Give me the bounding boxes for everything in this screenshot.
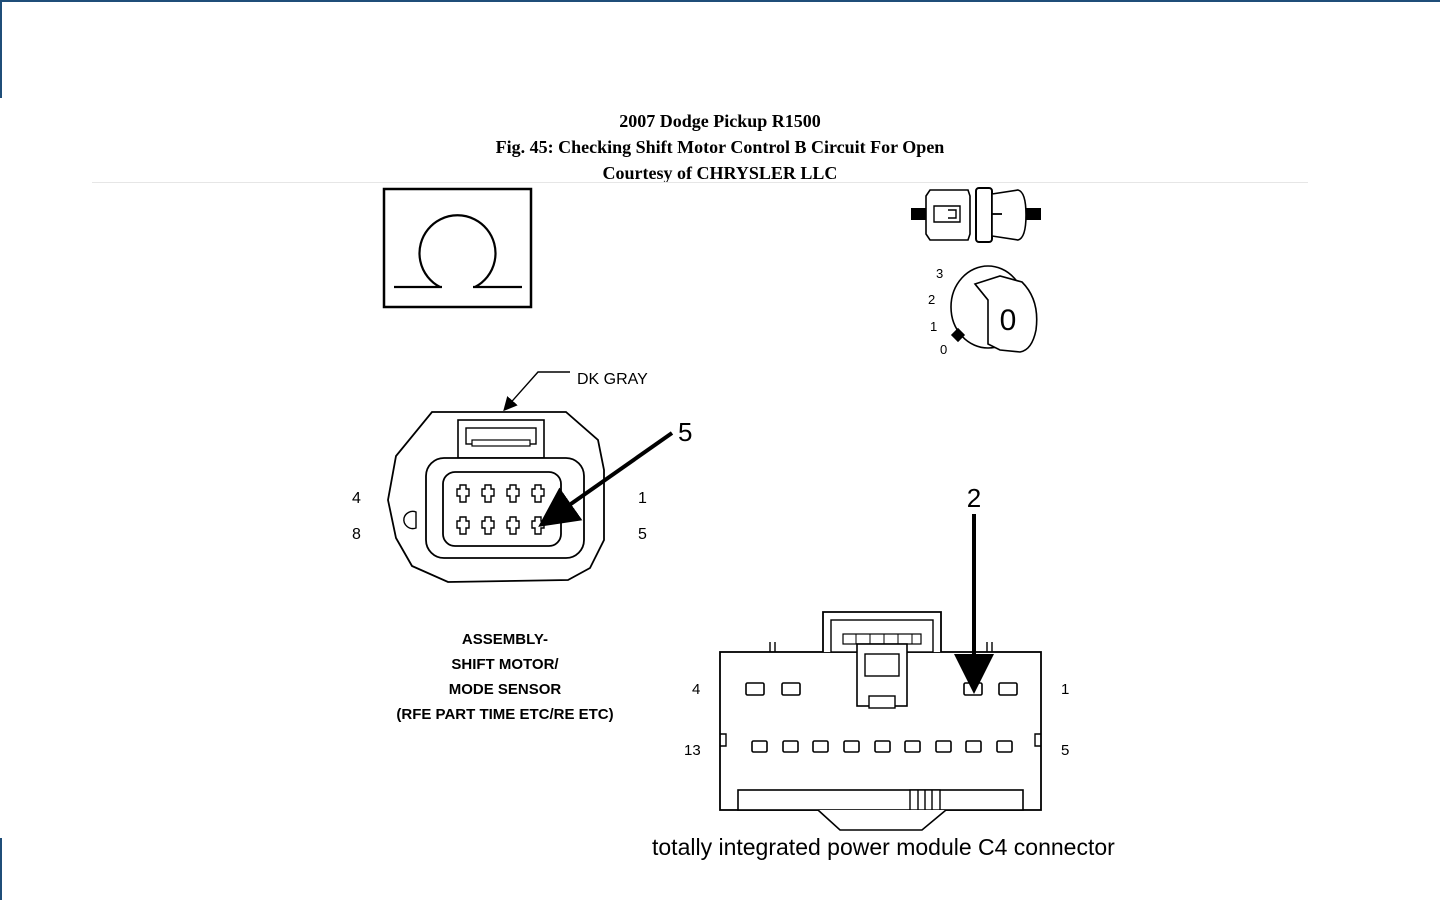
assembly-label-line-1: ASSEMBLY- xyxy=(462,631,548,648)
frame-left-line-bottom xyxy=(0,838,2,900)
disconnected-connector-icon xyxy=(911,187,1041,243)
tipm-connector-caption: totally integrated power module C4 conne… xyxy=(652,834,1115,860)
assembly-label-line-2: SHIFT MOTOR/ xyxy=(451,656,559,673)
assembly-label-line-3: MODE SENSOR xyxy=(449,681,562,698)
wire-color-label: DK GRAY xyxy=(577,371,648,388)
frame-left-line-top xyxy=(0,0,2,98)
assembly-label: ASSEMBLY- SHIFT MOTOR/ MODE SENSOR (RFE … xyxy=(396,631,613,723)
connector-cavity-frame xyxy=(442,471,562,547)
figure-header: 2007 Dodge Pickup R1500 Fig. 45: Checkin… xyxy=(0,108,1440,186)
ignition-position-1: 1 xyxy=(930,319,937,334)
tipm-cavity-row-bottom xyxy=(751,740,1013,753)
ohm-icon xyxy=(394,214,522,289)
pin-5-arrow xyxy=(538,431,674,527)
tipm-c4-connector xyxy=(719,611,1042,831)
courtesy-line: Courtesy of CHRYSLER LLC xyxy=(602,163,838,183)
header-divider xyxy=(92,182,1308,183)
tipm-pin-label-13: 13 xyxy=(684,742,701,759)
pin-5-callout: 5 xyxy=(678,417,692,447)
assembly-label-line-4: (RFE PART TIME ETC/RE ETC) xyxy=(396,706,613,723)
wire-color-leader xyxy=(503,371,570,412)
tipm-pin-label-5: 5 xyxy=(1061,742,1069,759)
ignition-position-3: 3 xyxy=(936,266,943,281)
ohmmeter-symbol xyxy=(382,187,533,309)
ignition-position-2: 2 xyxy=(928,292,935,307)
pin-2-callout: 2 xyxy=(967,483,981,513)
figure-title: Fig. 45: Checking Shift Motor Control B … xyxy=(495,137,945,157)
tipm-pin-label-1: 1 xyxy=(1061,681,1069,698)
shift-pin-label-5: 5 xyxy=(638,526,647,543)
tipm-pin-label-4: 4 xyxy=(692,681,700,698)
ignition-position-0: 0 xyxy=(940,342,947,357)
ignition-key-icon xyxy=(950,265,1038,353)
shift-pin-label-4: 4 xyxy=(352,490,361,507)
shift-pin-label-8: 8 xyxy=(352,526,361,543)
frame-top-line xyxy=(0,0,1440,2)
ohmmeter-frame xyxy=(382,187,533,309)
vehicle-title: 2007 Dodge Pickup R1500 xyxy=(619,111,821,131)
shift-motor-connector xyxy=(387,411,605,583)
key-label: 0 xyxy=(1000,304,1017,337)
shift-pin-label-1: 1 xyxy=(638,490,647,507)
